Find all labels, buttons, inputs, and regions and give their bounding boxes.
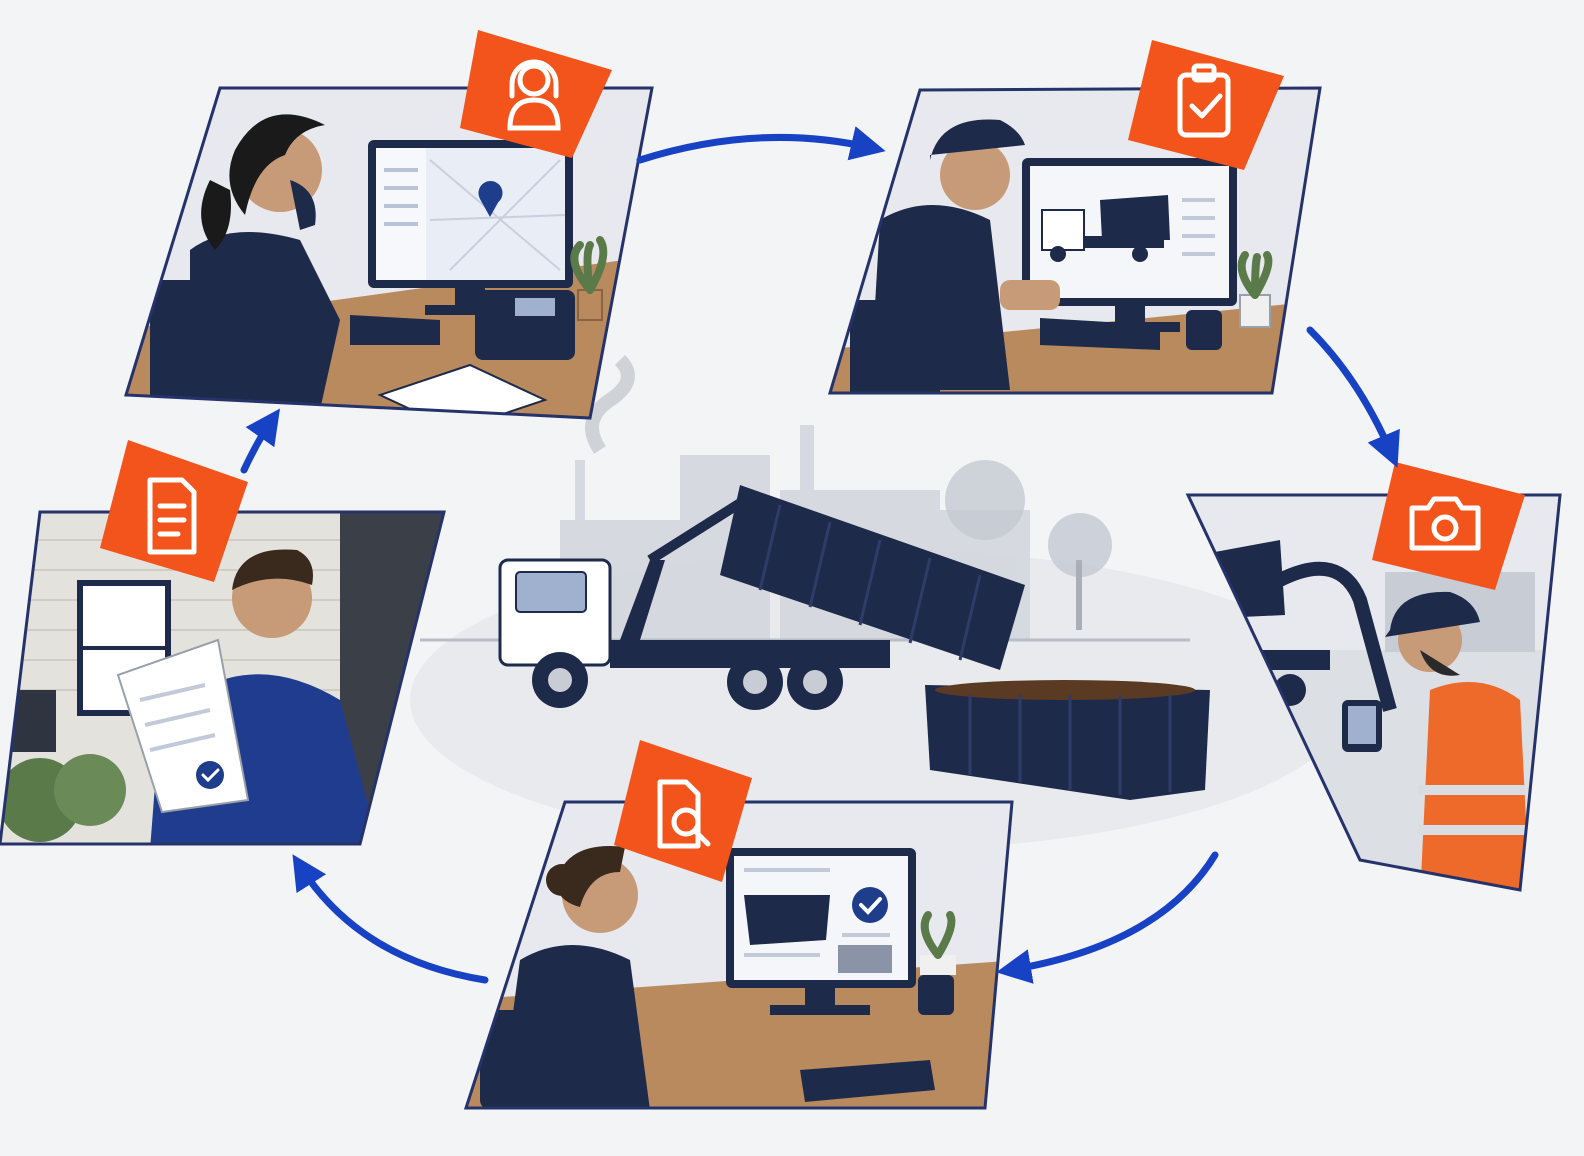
center-depot-scene — [410, 355, 1350, 850]
roll-off-container — [925, 680, 1210, 800]
arrow-review-to-confirmation — [292, 854, 489, 984]
map-pin-icon — [478, 181, 503, 217]
step-panel-order-intake — [124, 30, 654, 420]
arrow-dispatch-to-field — [1306, 326, 1400, 468]
step-panel-dispatch-planning — [827, 40, 1322, 395]
step-badge-customer-confirmation — [100, 440, 248, 582]
step-panel-quality-review — [463, 740, 1014, 1110]
clipboard-check-icon — [1177, 63, 1231, 138]
roll-off-truck — [498, 485, 1025, 710]
document-icon — [147, 477, 197, 555]
arrow-field-to-review — [996, 851, 1219, 984]
headset-icon — [507, 59, 561, 131]
flow-arrows — [240, 126, 1400, 984]
step-badge-order-intake — [460, 30, 612, 158]
approved-check-icon — [852, 887, 888, 923]
container-thumbnail — [744, 895, 830, 945]
step-badge-dispatch-planning — [1128, 40, 1284, 170]
step-panel-customer-confirmation — [0, 440, 446, 846]
step-badge-field-delivery — [1372, 462, 1525, 590]
step-badge-quality-review — [614, 740, 752, 882]
arrow-confirmation-to-intake — [240, 408, 281, 474]
document-search-icon — [657, 779, 711, 849]
camera-icon — [1409, 496, 1481, 551]
truck-thumbnail — [1041, 195, 1170, 262]
signed-check-icon — [196, 761, 224, 789]
step-panel-field-delivery — [1185, 462, 1562, 892]
arrow-intake-to-dispatch — [636, 126, 886, 164]
